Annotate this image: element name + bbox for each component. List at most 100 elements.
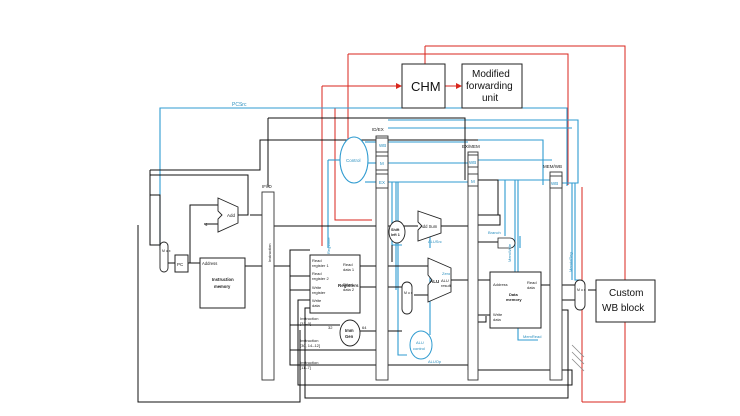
writeback-mux: M u x [574,279,586,311]
pcsrc-label: PCSrc [232,102,247,108]
memwrite-label: MemWrite [507,243,512,262]
svg-text:Instruction: Instruction [300,338,318,343]
svg-text:MEM/WB: MEM/WB [543,164,562,169]
svg-text:data 1: data 1 [343,267,355,272]
svg-text:register: register [312,290,326,295]
id-ex-register: ID/EX WB M EX [372,127,389,381]
svg-text:M: M [380,161,384,166]
svg-text:Instruction: Instruction [212,277,234,282]
instruction-field-labels: Instruction [31–0] Instruction [30, 14–1… [300,316,320,370]
svg-text:Data: Data [509,292,518,297]
svg-text:left 1: left 1 [391,233,400,237]
control-unit: Control [339,136,369,184]
svg-text:Write: Write [312,298,322,303]
branch-adder: Add Sum [417,210,442,242]
added-forwarding-wires [321,45,626,403]
svg-text:ALU: ALU [441,278,449,283]
svg-text:memory: memory [506,297,522,302]
register-file: Read register 1 Read register 2 Write re… [309,254,361,314]
custom-wb-block: Custom WB block [595,279,656,323]
modified-forwarding-unit: Modified forwarding unit [461,63,523,109]
svg-text:Address: Address [493,282,508,287]
svg-text:[30, 14–12]: [30, 14–12] [300,343,320,348]
svg-text:PC: PC [177,262,184,267]
regwrite-label: RegWrite [326,237,331,254]
alu-mux: M u x [401,281,413,315]
svg-text:register 1: register 1 [312,263,329,268]
svg-text:M u x: M u x [162,249,171,253]
svg-text:Address: Address [202,261,217,266]
svg-text:Read: Read [312,258,322,263]
alusrc-label: ALUSrc [428,239,442,244]
mem-wb-register: MEM/WB WB [543,164,563,381]
svg-text:unit: unit [482,93,498,104]
svg-text:32: 32 [328,325,333,330]
svg-text:Modified: Modified [472,69,510,80]
svg-text:WB: WB [551,181,558,186]
svg-text:Custom: Custom [609,288,643,299]
svg-text:WB block: WB block [602,303,645,314]
svg-text:Gen: Gen [345,334,354,339]
svg-text:M u x: M u x [404,291,413,295]
svg-text:ALUOp: ALUOp [428,359,442,364]
svg-text:register 2: register 2 [312,276,329,281]
alu-control: ALU control ALUOp [409,330,442,364]
svg-text:ALU: ALU [416,340,424,345]
svg-text:result: result [441,283,452,288]
svg-text:Zero: Zero [442,271,451,276]
svg-text:CHM: CHM [411,79,441,94]
svg-text:Read: Read [343,282,353,287]
svg-text:[11–7]: [11–7] [300,365,311,370]
svg-text:WB: WB [469,160,476,165]
pc-mux: M u x [159,241,171,273]
immediate-generator: Imm Gen 32 64 [328,319,367,347]
svg-text:4: 4 [205,222,208,227]
svg-text:64: 64 [362,325,367,330]
svg-text:M u x: M u x [577,288,586,292]
svg-text:Instruction: Instruction [300,360,318,365]
svg-text:[31–0]: [31–0] [300,321,311,326]
svg-text:memory: memory [214,284,231,289]
svg-text:M: M [471,179,475,184]
svg-text:Registers: Registers [338,283,359,288]
svg-text:data: data [527,285,536,290]
svg-text:Control: Control [346,158,361,163]
svg-text:data: data [493,317,502,322]
shift-left-1: Shift left 1 [388,220,406,244]
svg-text:Read: Read [312,271,322,276]
svg-text:data: data [312,303,321,308]
annotation-hatch [571,344,585,372]
svg-text:Read: Read [343,262,353,267]
data-memory: Address Read data Data memory Write data [489,271,542,329]
memread-label: MemRead [523,334,541,339]
svg-text:Instruction: Instruction [300,316,318,321]
svg-text:EX: EX [379,180,385,185]
svg-text:Add Sum: Add Sum [420,224,438,229]
pc-adder: Add 4 [205,197,239,233]
svg-text:Read: Read [527,280,537,285]
memtoreg-label: MemtoReg [568,252,573,272]
svg-text:Imm: Imm [345,328,354,333]
svg-text:ALU: ALU [430,279,439,284]
svg-text:control: control [413,346,425,351]
svg-text:Write: Write [493,312,503,317]
svg-text:EX/MEM: EX/MEM [462,144,480,149]
svg-text:data 2: data 2 [343,287,355,292]
svg-text:Instruction: Instruction [267,244,272,262]
svg-text:ID/EX: ID/EX [372,127,384,132]
svg-text:forwarding: forwarding [466,81,513,92]
svg-text:Write: Write [312,285,322,290]
branch-and-gate: Branch [488,230,516,249]
program-counter: PC [174,254,189,273]
chm-block: CHM [401,63,446,109]
svg-text:IF/ID: IF/ID [262,184,272,189]
svg-text:Branch: Branch [488,230,501,235]
svg-text:Add: Add [227,213,236,218]
svg-text:Shift: Shift [391,228,400,232]
if-id-register: IF/ID Instruction [261,184,275,381]
ex-mem-register: EX/MEM WB M [462,144,480,381]
svg-text:WB: WB [379,143,386,148]
instruction-memory: Address Instruction memory [199,257,246,309]
alu: ALU Zero ALU result [427,257,452,303]
